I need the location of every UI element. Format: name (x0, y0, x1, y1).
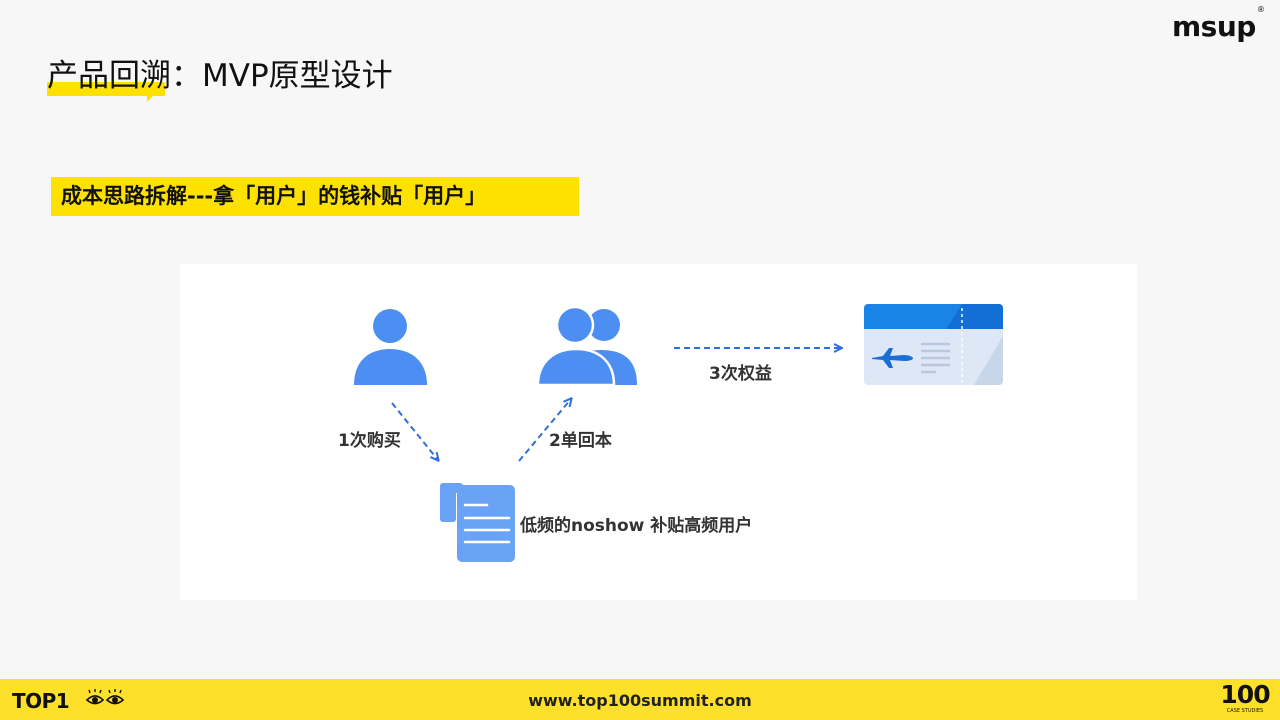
flight-ticket-icon (864, 304, 1003, 385)
case-studies-logo: 100 CASE STUDIES (1218, 680, 1272, 715)
page-title: 产品回溯：MVP原型设计 (47, 58, 393, 94)
single-user-icon (354, 309, 427, 385)
top100-logo: TOP1 (12, 689, 70, 713)
step3-label: 3次权益 (709, 364, 772, 384)
title-block: 产品回溯：MVP原型设计 (47, 54, 393, 102)
registered-mark: ® (1256, 4, 1265, 14)
footer-bar: TOP1 www.top100summit.com 100 CASE STUDI… (0, 679, 1280, 720)
diagram-panel: 1次购买 2单回本 3次权益 低频的noshow 补贴高频用户 (180, 264, 1137, 600)
msup-logo: msup® (1172, 5, 1265, 43)
step2-label: 2单回本 (549, 431, 612, 451)
user-group-icon (536, 305, 639, 389)
case-studies-text: CASE STUDIES (1226, 708, 1264, 714)
step1-label: 1次购买 (338, 431, 401, 451)
footer-url: www.top100summit.com (528, 691, 752, 710)
document-icon (440, 483, 515, 562)
document-label: 低频的noshow 补贴高频用户 (520, 516, 753, 536)
eyes-icon (85, 689, 125, 705)
title-highlight (47, 82, 165, 96)
arrow-payback (518, 399, 571, 462)
subtitle-bar: 成本思路拆解---拿「用户」的钱补贴「用户」 (51, 177, 579, 216)
msup-logo-text: msup (1172, 10, 1256, 43)
subtitle: 成本思路拆解---拿「用户」的钱补贴「用户」 (61, 184, 487, 208)
arrow-purchase (391, 402, 438, 460)
top100-logo-text: TOP1 (12, 689, 70, 713)
diagram-canvas (354, 304, 1003, 562)
case-studies-number: 100 (1220, 680, 1270, 709)
title-highlight-tail (147, 94, 155, 102)
